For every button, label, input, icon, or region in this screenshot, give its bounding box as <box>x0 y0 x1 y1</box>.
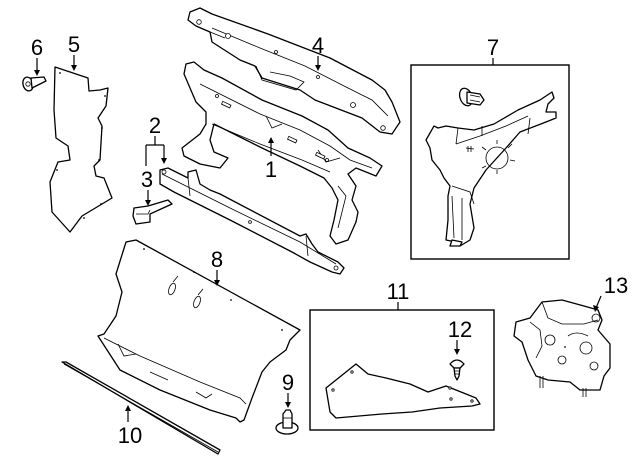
clip-icon <box>458 87 485 107</box>
part-9-retainer[interactable] <box>275 409 299 435</box>
part-4-upper-tie-bar-cover[interactable] <box>187 7 401 135</box>
part-10-seal[interactable] <box>61 361 221 455</box>
part-11-side-deflector[interactable] <box>325 363 481 419</box>
callout-8[interactable]: 8 <box>211 247 223 272</box>
callout-6[interactable]: 6 <box>31 35 43 60</box>
part-7-air-deflector[interactable] <box>425 86 557 247</box>
part-8-lower-air-deflector[interactable] <box>97 239 301 423</box>
callout-1[interactable]: 1 <box>265 157 277 182</box>
leader-lines <box>34 55 602 422</box>
part-3-bracket[interactable] <box>132 199 173 225</box>
part-1-radiator-support[interactable] <box>181 61 383 245</box>
callout-10[interactable]: 10 <box>118 423 142 448</box>
callout-12[interactable]: 12 <box>448 317 472 342</box>
part-5-side-air-deflector[interactable] <box>49 66 113 233</box>
callout-2[interactable]: 2 <box>149 113 161 138</box>
callout-3[interactable]: 3 <box>141 167 153 192</box>
callout-11[interactable]: 11 <box>387 279 410 304</box>
callout-5[interactable]: 5 <box>68 32 80 57</box>
part-2-lower-tie-bar[interactable] <box>159 167 345 275</box>
callout-7[interactable]: 7 <box>487 35 499 60</box>
callout-4[interactable]: 4 <box>312 33 324 58</box>
callout-labels: 1 2 3 4 5 6 7 8 9 10 11 12 13 <box>31 32 628 448</box>
kit-box-11 <box>309 309 495 431</box>
part-12-screw-clip[interactable] <box>449 359 465 381</box>
part-13-shutter-actuator[interactable] <box>513 299 611 397</box>
part-6-push-pin[interactable] <box>21 76 47 92</box>
callout-9[interactable]: 9 <box>282 370 294 395</box>
kit-box-7 <box>410 64 570 260</box>
callout-13[interactable]: 13 <box>604 273 628 298</box>
